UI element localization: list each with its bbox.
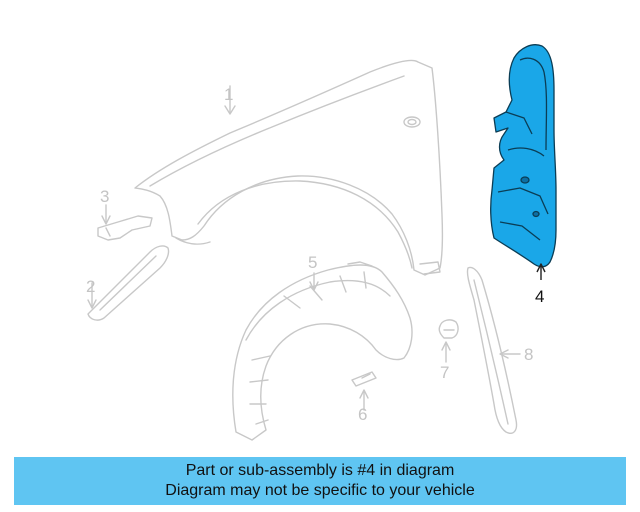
callout-1: 1 (224, 85, 233, 104)
screw-part (351, 371, 377, 411)
fender-part (134, 59, 444, 276)
liner-part (232, 261, 413, 441)
highlighted-part-4 (490, 44, 557, 280)
callout-6: 6 (358, 405, 367, 424)
info-banner: Part or sub-assembly is #4 in diagram Di… (14, 457, 626, 505)
callout-7: 7 (440, 363, 449, 382)
bracket-part (97, 204, 153, 241)
callout-5: 5 (308, 253, 317, 272)
banner-line-1: Part or sub-assembly is #4 in diagram (185, 462, 455, 479)
splash-shield-part (87, 245, 170, 321)
clip-part (438, 319, 459, 363)
callout-8: 8 (524, 345, 533, 364)
banner-line-2: Diagram may not be specific to your vehi… (165, 482, 475, 499)
callout-4: 4 (535, 287, 544, 306)
molding-part (466, 266, 521, 434)
callout-2: 2 (86, 277, 95, 296)
callout-3: 3 (100, 187, 109, 206)
